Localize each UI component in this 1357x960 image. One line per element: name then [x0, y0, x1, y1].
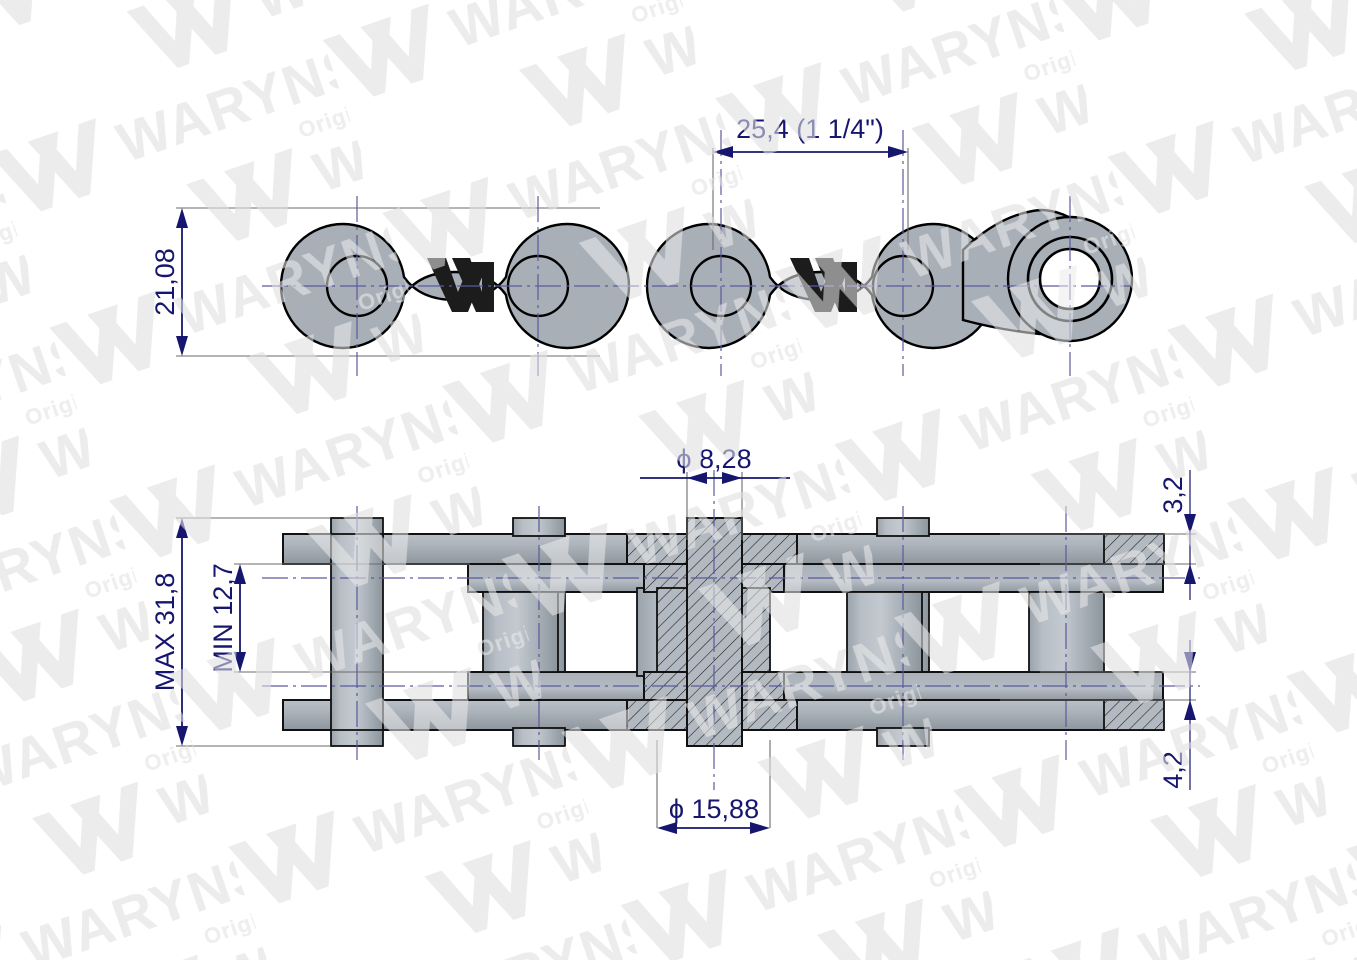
section-cut-right — [1103, 533, 1165, 731]
dimension-pin-diameter: ϕ 8,28 — [640, 444, 790, 484]
bottom-view-group: MAX 31,8 MIN 12,7 3,2 4,2 — [150, 444, 1200, 834]
dimension-plate-height: 21,08 — [150, 208, 188, 356]
dimension-roller-diameter: ϕ 15,88 — [657, 794, 770, 834]
link-plate-right-end — [961, 208, 1134, 343]
dimension-label-plate-thickness-top: 3,2 — [1158, 476, 1188, 514]
dimension-label-plate-height: 21,08 — [150, 248, 180, 316]
dimension-label-width-max: MAX 31,8 — [150, 573, 180, 692]
dimension-width-min: MIN 12,7 — [208, 563, 246, 673]
dimension-label-pin-diameter: ϕ 8,28 — [676, 444, 751, 474]
bushing-group — [482, 591, 1105, 673]
dimension-label-pitch: 25,4 (1 1/4") — [736, 114, 884, 144]
dimension-width-max: MAX 31,8 — [150, 518, 188, 746]
dimension-label-plate-thickness-bottom: 4,2 — [1158, 751, 1188, 789]
dimension-label-roller-diameter: ϕ 15,88 — [669, 794, 759, 824]
dimension-label-width-min: MIN 12,7 — [208, 563, 238, 673]
dimension-pitch: 25,4 (1 1/4") — [713, 114, 908, 158]
top-view-group: 21,08 25,4 (1 1/4") — [150, 114, 1134, 376]
